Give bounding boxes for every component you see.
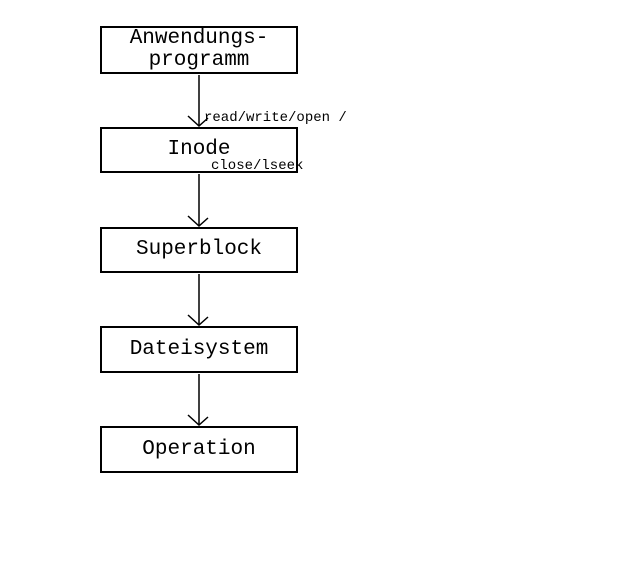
arrow-down-icon [187, 374, 209, 427]
node-superblock: Superblock [100, 227, 298, 273]
node-label: Dateisystem [129, 337, 269, 361]
edge-label-syscalls: read/write/open / close/lseek [204, 78, 347, 206]
node-label: Superblock [135, 238, 263, 261]
arrow-down-icon [187, 274, 209, 327]
node-anwendungsprogramm: Anwendungs- programm [100, 26, 298, 74]
edge-label-line: read/write/open / [204, 110, 347, 126]
node-label-line: Anwendungs- [129, 27, 269, 50]
node-label: Operation [142, 437, 256, 461]
node-label-line: programm [148, 49, 250, 72]
node-label: Inode [167, 138, 231, 161]
node-dateisystem: Dateisystem [100, 326, 298, 373]
node-operation: Operation [100, 426, 298, 473]
edge-label-line: close/lseek [211, 158, 304, 174]
node-inode: Inode [100, 127, 298, 173]
